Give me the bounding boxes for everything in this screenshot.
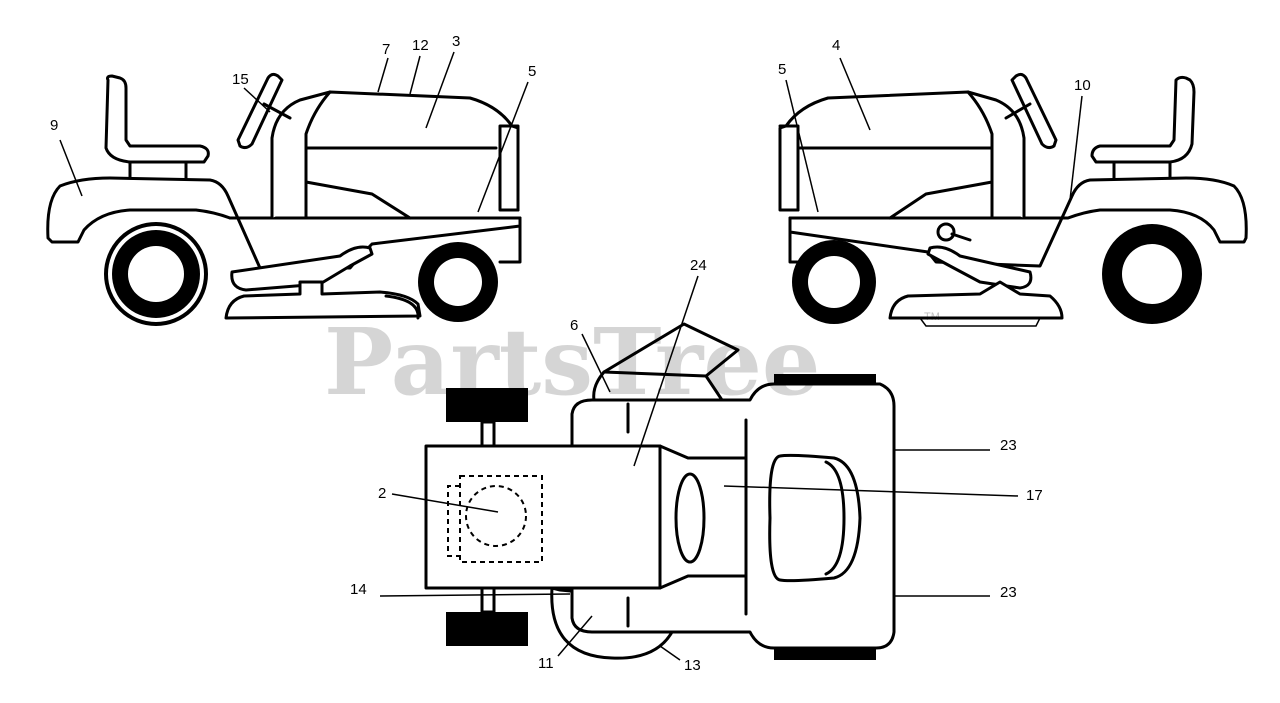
tractor-top-view — [424, 322, 896, 660]
callout-11: 11 — [538, 655, 554, 672]
callout-23-bottom: 23 — [1000, 584, 1017, 601]
callout-9: 9 — [50, 117, 58, 134]
callout-17: 17 — [1026, 487, 1043, 504]
leader-lines — [59, 51, 1083, 661]
callout-14: 14 — [350, 581, 367, 598]
callout-7: 7 — [382, 41, 390, 58]
watermark-text: PartsTree — [324, 308, 820, 416]
callout-12: 12 — [412, 37, 429, 54]
callout-13: 13 — [684, 657, 701, 674]
callout-6: 6 — [570, 317, 578, 334]
callout-10: 10 — [1074, 77, 1091, 94]
callout-23-top: 23 — [1000, 437, 1017, 454]
callout-3: 3 — [452, 33, 460, 50]
callout-5-right: 5 — [778, 61, 786, 78]
tractor-right-side-view — [778, 72, 1248, 327]
callout-24: 24 — [690, 257, 707, 274]
callout-labels: 7 12 3 15 5 9 4 5 10 24 6 23 17 2 14 23 … — [50, 33, 1091, 674]
callout-15: 15 — [232, 71, 249, 88]
callout-4: 4 — [832, 37, 840, 54]
callout-2: 2 — [378, 485, 386, 502]
watermark-trademark: TM — [924, 311, 940, 323]
tractor-left-side-view — [46, 72, 522, 326]
callout-5-left: 5 — [528, 63, 536, 80]
